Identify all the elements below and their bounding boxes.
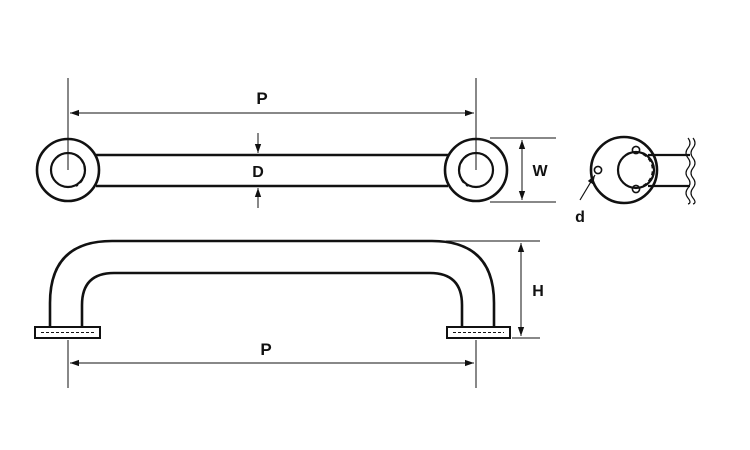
- top-view: P D W: [35, 78, 556, 208]
- side-view: H P: [34, 239, 544, 388]
- pitch-label-top: P: [256, 89, 267, 108]
- hole-diameter-label: d: [575, 209, 585, 226]
- pitch-dimension-bottom: P: [67, 340, 477, 388]
- left-base-flange: [34, 326, 101, 339]
- u-bar-inner: [80, 271, 464, 327]
- height-label: H: [532, 283, 544, 300]
- top-bar-body: [96, 153, 448, 188]
- right-base-flange: [446, 326, 511, 339]
- diameter-label: D: [252, 164, 264, 181]
- height-dimension: H: [446, 240, 544, 339]
- width-dimension: W: [490, 137, 556, 203]
- pitch-label-bottom: P: [260, 340, 271, 359]
- pitch-dimension-top: P: [67, 78, 477, 170]
- diameter-dimension: D: [252, 133, 264, 208]
- u-bar-outline: [48, 239, 496, 327]
- width-label: W: [532, 163, 548, 180]
- wall-break-lines: [685, 137, 696, 205]
- flange-detail-view: d: [575, 135, 696, 226]
